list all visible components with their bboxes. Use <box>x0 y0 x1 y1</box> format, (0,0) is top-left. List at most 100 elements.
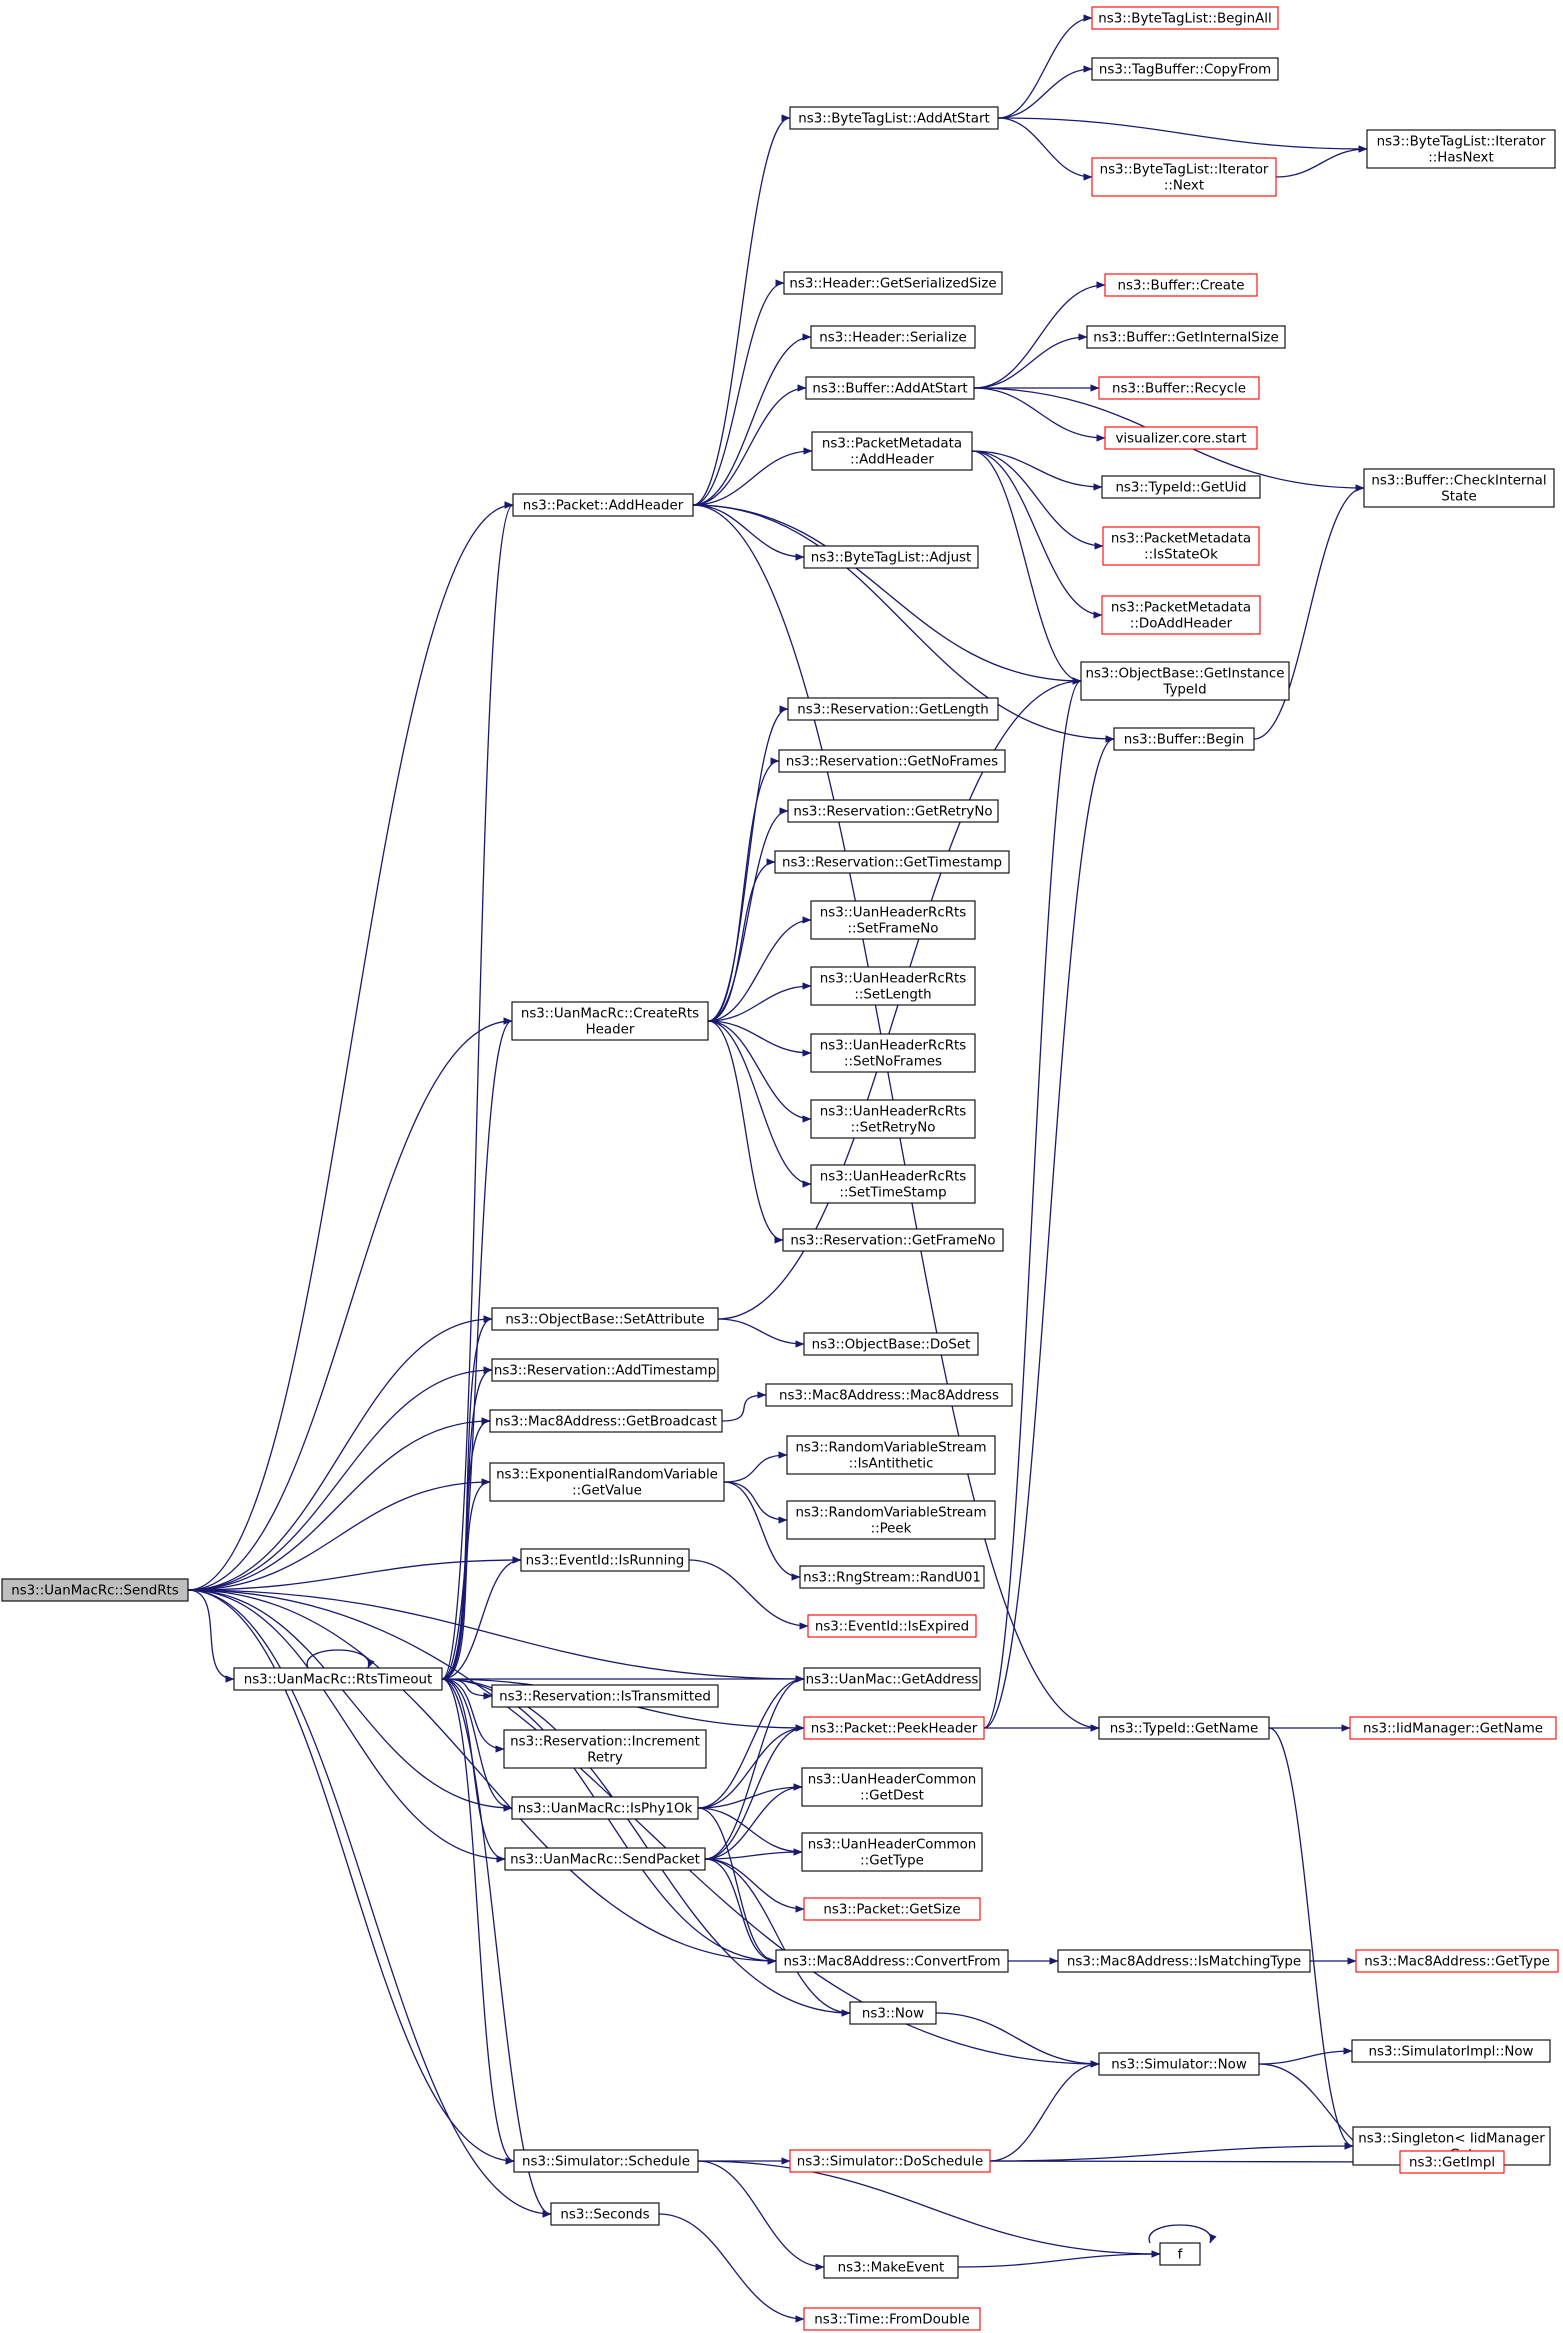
function-node[interactable]: ns3::Time::FromDouble <box>803 2307 981 2331</box>
node-label: ns3::UanHeaderRcRts <box>820 1170 966 1185</box>
function-node[interactable]: ns3::Reservation::IsTransmitted <box>491 1684 719 1708</box>
function-node[interactable]: ns3::PacketMetadata::AddHeader <box>811 431 973 471</box>
node-label: ns3::EventId::IsRunning <box>526 1554 685 1569</box>
function-node[interactable]: ns3::UanMac::GetAddress <box>803 1667 981 1691</box>
function-node[interactable]: ns3::UanMacRc::RtsTimeout <box>233 1667 443 1691</box>
function-node[interactable]: ns3::Buffer::Begin <box>1113 727 1255 751</box>
call-edge <box>441 1478 491 1680</box>
call-edge <box>957 2250 1161 2268</box>
function-node[interactable]: ns3::Reservation::AddTimestamp <box>491 1358 719 1382</box>
function-node[interactable]: ns3::TypeId::GetName <box>1098 1716 1270 1740</box>
function-node[interactable]: ns3::Buffer::Recycle <box>1098 376 1260 400</box>
function-node[interactable]: ns3::UanMacRc::IsPhy1Ok <box>511 1796 699 1820</box>
node-label: ns3::UanHeaderRcRts <box>820 972 966 987</box>
node-label: ::Peek <box>871 1522 912 1537</box>
function-node[interactable]: ns3::TagBuffer::CopyFrom <box>1091 57 1279 81</box>
function-node[interactable]: ns3::Mac8Address::Mac8Address <box>765 1383 1013 1407</box>
function-node[interactable]: ns3::UanHeaderRcRts::SetLength <box>810 966 976 1006</box>
function-node[interactable]: ns3::UanMacRc::SendPacket <box>504 1847 706 1871</box>
node-box <box>491 1307 719 1331</box>
function-node[interactable]: ns3::RandomVariableStream::IsAntithetic <box>786 1435 996 1475</box>
function-node[interactable]: ns3::UanHeaderRcRts::SetRetryNo <box>810 1099 976 1139</box>
function-node[interactable]: ns3::ByteTagList::Iterator::HasNext <box>1366 129 1556 169</box>
node-label: ns3::ByteTagList::BeginAll <box>1098 12 1271 27</box>
function-node[interactable]: ns3::Reservation::GetNoFrames <box>778 749 1006 773</box>
call-edge <box>704 1858 851 2017</box>
node-box <box>504 1847 706 1871</box>
function-node[interactable]: ns3::Packet::AddHeader <box>512 493 694 517</box>
function-node[interactable]: ns3::Mac8Address::GetBroadcast <box>489 1409 723 1433</box>
call-edge <box>688 1559 809 1630</box>
function-node[interactable]: ns3::Header::GetSerializedSize <box>783 271 1003 295</box>
function-node[interactable]: ns3::UanHeaderCommon::GetType <box>801 1832 983 1872</box>
function-node[interactable]: ns3::Packet::PeekHeader <box>803 1716 985 1740</box>
node-box <box>803 1667 981 1691</box>
node-box <box>783 271 1003 295</box>
function-node[interactable]: visualizer.core.start <box>1104 426 1258 450</box>
function-node[interactable]: ns3::Reservation::GetLength <box>787 697 999 721</box>
node-label: ns3::RandomVariableStream <box>795 1441 986 1456</box>
function-node[interactable]: ns3::Reservation::GetRetryNo <box>787 799 999 823</box>
function-node[interactable]: ns3::Simulator::DoSchedule <box>789 2149 991 2173</box>
function-node[interactable]: ns3::TypeId::GetUid <box>1101 475 1261 499</box>
call-edge <box>441 501 514 1680</box>
function-node[interactable]: ns3::RandomVariableStream::Peek <box>786 1500 996 1540</box>
call-edge <box>1148 2224 1217 2244</box>
function-node[interactable]: ns3::SimulatorImpl::Now <box>1351 2039 1551 2063</box>
function-node[interactable]: ns3::UanHeaderCommon::GetDest <box>801 1767 983 1807</box>
function-node[interactable]: ns3::RngStream::RandU01 <box>799 1565 985 1589</box>
function-node[interactable]: ns3::Buffer::GetInternalSize <box>1086 325 1286 349</box>
call-edge <box>723 1481 788 1524</box>
function-node[interactable]: ns3::MakeEvent <box>823 2255 959 2279</box>
function-node[interactable]: ns3::ObjectBase::DoSet <box>803 1332 979 1356</box>
function-node[interactable]: ns3::Reservation::GetTimestamp <box>774 850 1010 874</box>
function-node[interactable]: ns3::Seconds <box>550 2202 660 2226</box>
function-node[interactable]: ns3::PacketMetadata::IsStateOk <box>1102 526 1260 566</box>
function-node[interactable]: ns3::UanHeaderRcRts::SetTimeStamp <box>810 1164 976 1204</box>
function-node[interactable]: ns3::ByteTagList::BeginAll <box>1091 6 1279 30</box>
function-node[interactable]: ns3::Simulator::Schedule <box>513 2149 699 2173</box>
node-box <box>803 2307 981 2331</box>
function-node[interactable]: ns3::Mac8Address::ConvertFrom <box>775 1949 1009 1973</box>
call-edge <box>187 1366 493 1591</box>
function-node[interactable]: ns3::GetImpl <box>1399 2150 1505 2174</box>
function-node[interactable]: ns3::Buffer::AddAtStart <box>805 376 975 400</box>
node-box <box>1399 2150 1505 2174</box>
function-node[interactable]: ns3::Reservation::GetFrameNo <box>782 1228 1004 1252</box>
node-label: ns3::Now <box>862 2007 924 2022</box>
function-node[interactable]: ns3::Buffer::Create <box>1104 273 1258 297</box>
function-node[interactable]: ns3::Mac8Address::GetType <box>1355 1949 1559 1973</box>
node-label: ns3::Reservation::GetFrameNo <box>790 1234 995 1249</box>
node-label: ::SetLength <box>854 988 931 1003</box>
node-box <box>786 1500 996 1540</box>
function-node[interactable]: ns3::Mac8Address::IsMatchingType <box>1057 1949 1311 1973</box>
node-box <box>1080 661 1290 701</box>
call-edge <box>1258 2047 1353 2065</box>
function-node[interactable]: ns3::ByteTagList::Adjust <box>803 545 979 569</box>
function-node[interactable]: ns3::ByteTagList::Iterator::Next <box>1091 157 1277 197</box>
node-label: ::SetNoFrames <box>844 1055 942 1070</box>
function-node[interactable]: ns3::PacketMetadata::DoAddHeader <box>1101 595 1261 635</box>
call-edge <box>658 2213 805 2323</box>
node-box <box>810 325 976 349</box>
function-node[interactable]: ns3::ExponentialRandomVariable::GetValue <box>489 1462 725 1502</box>
function-node[interactable]: ns3::UanHeaderRcRts::SetNoFrames <box>810 1033 976 1073</box>
node-box <box>1091 157 1277 197</box>
function-node[interactable]: f <box>1159 2242 1201 2266</box>
function-node[interactable]: ns3::UanHeaderRcRts::SetFrameNo <box>810 900 976 940</box>
function-node[interactable]: ns3::Header::Serialize <box>810 325 976 349</box>
function-node[interactable]: ns3::ByteTagList::AddAtStart <box>789 106 999 130</box>
function-node[interactable]: ns3::IidManager::GetName <box>1349 1716 1557 1740</box>
function-node[interactable]: ns3::EventId::IsExpired <box>807 1614 977 1638</box>
call-edge <box>697 2160 825 2271</box>
function-node[interactable]: ns3::EventId::IsRunning <box>520 1548 690 1572</box>
node-label: ns3::ObjectBase::SetAttribute <box>505 1313 704 1328</box>
function-node[interactable]: ns3::Now <box>849 2001 937 2025</box>
function-node[interactable]: ns3::Simulator::Now <box>1098 2052 1260 2076</box>
function-node[interactable]: ns3::ObjectBase::SetAttribute <box>491 1307 719 1331</box>
function-node[interactable]: ns3::Packet::GetSize <box>803 1897 981 1921</box>
